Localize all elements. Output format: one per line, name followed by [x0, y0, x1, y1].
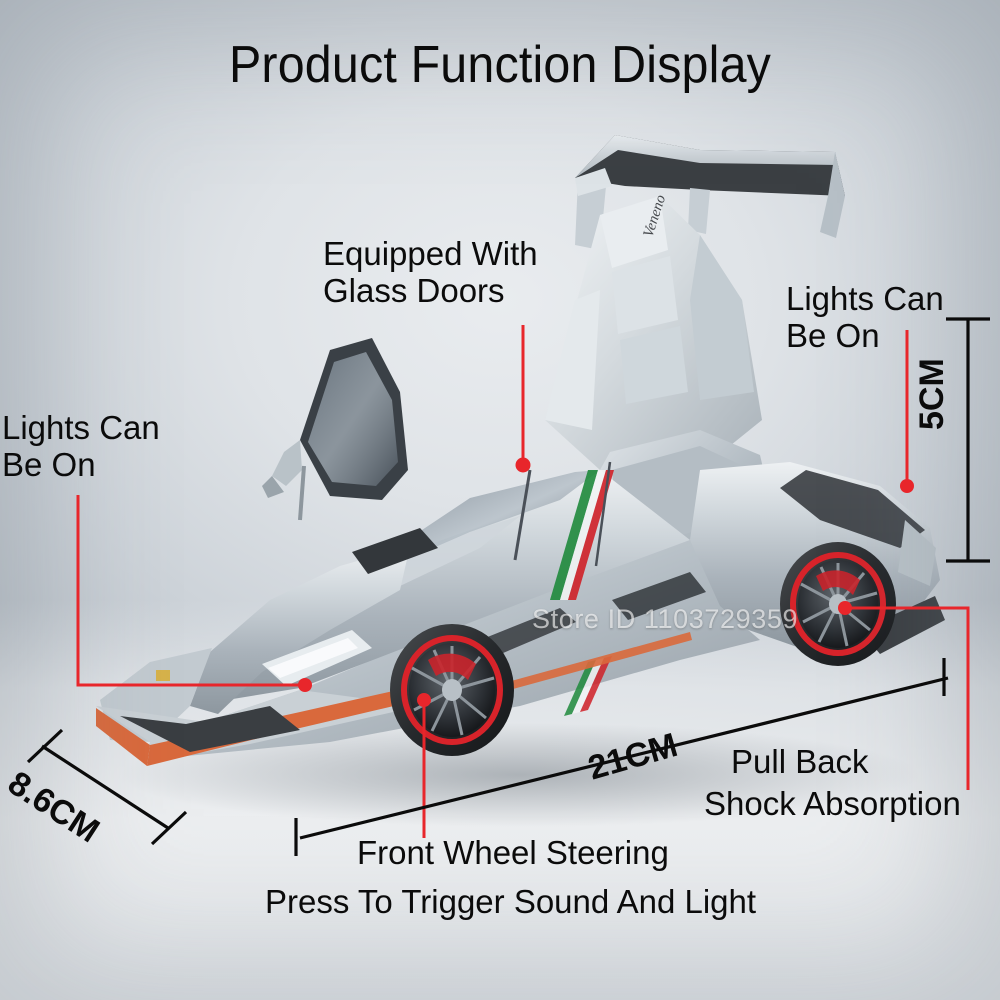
store-id-watermark: Store ID 1103729359 — [532, 604, 799, 634]
annotation-lights-right: Lights Can Be On — [786, 280, 944, 354]
annotation-pull-back: Pull Back — [731, 743, 869, 780]
annotation-lights-left: Lights Can Be On — [2, 409, 160, 483]
annotation-front-wheel: Front Wheel Steering — [357, 834, 669, 871]
dimension-height: 5CM — [913, 358, 951, 430]
annotation-glass-doors: Equipped With Glass Doors — [323, 235, 538, 309]
annotation-press-trigger: Press To Trigger Sound And Light — [265, 883, 757, 920]
annotation-shock-absorption: Shock Absorption — [704, 785, 961, 822]
page-title: Product Function Display — [228, 36, 772, 94]
